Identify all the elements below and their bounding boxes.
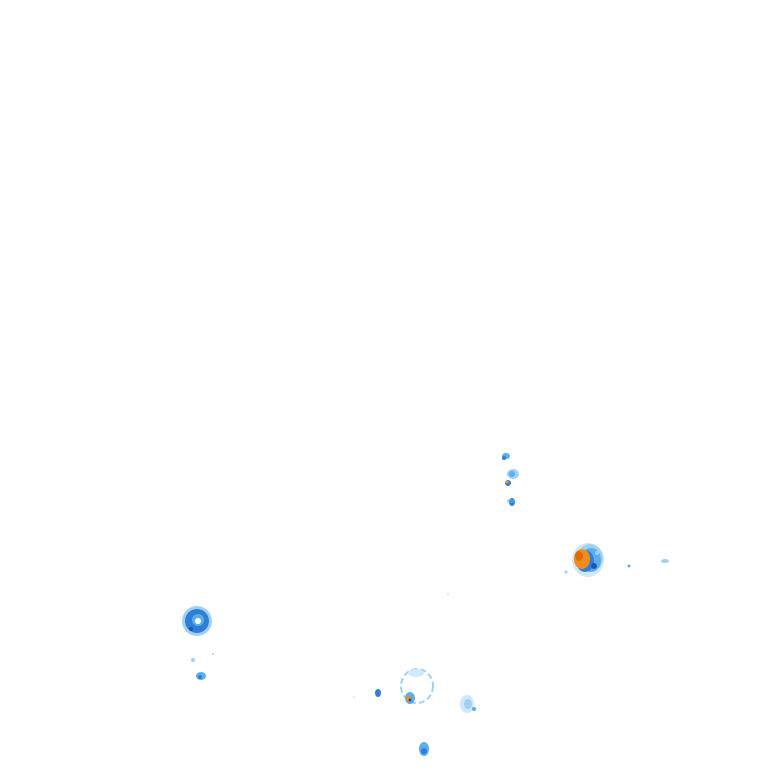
rain-cell-east-storm [564, 543, 669, 577]
rain-cell-west-ring [182, 606, 214, 680]
rain-cell-south [353, 593, 476, 756]
rain-cell-north [502, 453, 519, 506]
